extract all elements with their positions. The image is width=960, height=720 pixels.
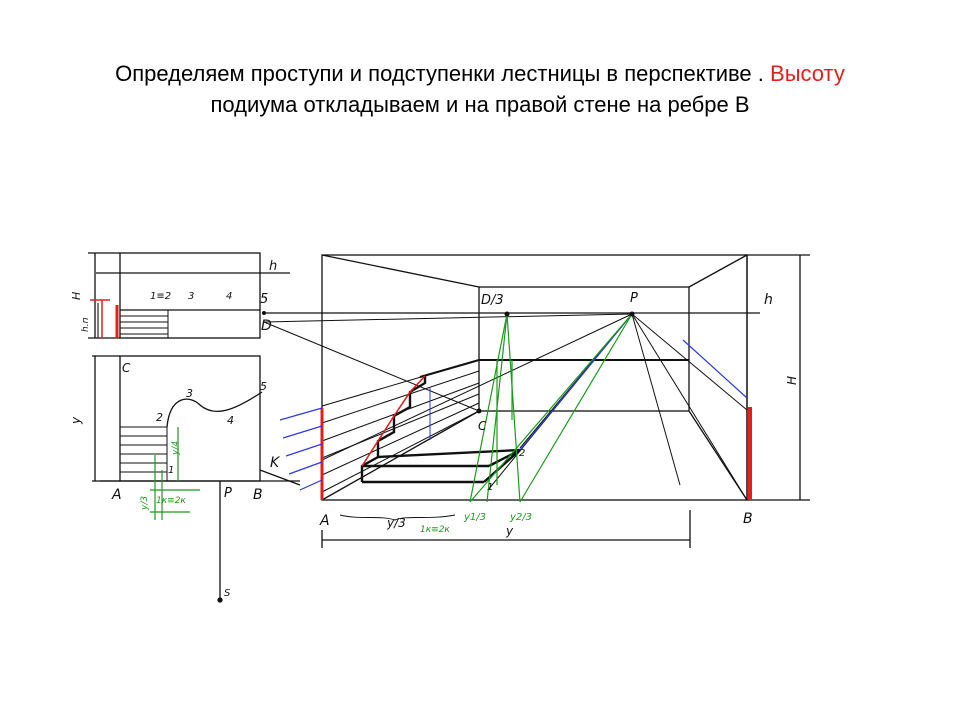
stair-slope-red [361,375,426,467]
label-y-left: y [69,416,83,425]
label-1-plan: 1 [168,465,174,476]
label-2-right: 2 [519,448,525,459]
label-P-left: P [224,486,232,501]
label-5-top: 5 [260,292,268,307]
label-5-plan: 5 [260,380,267,393]
label-4-top: 4 [226,291,232,302]
label-H-right: H [785,376,799,385]
step-rays [321,359,480,493]
label-B-left: B [253,487,263,503]
title-line1: Определяем проступи и подступенки лестни… [115,61,764,86]
label-P-right: P [630,291,638,306]
label-3-plan: 3 [186,387,193,400]
label-y3-right: y/3 [386,516,406,530]
label-h-right: h [764,292,773,308]
label-hp: h.п [81,317,91,332]
title-line2: подиума откладываем и на правой стене на… [210,92,750,117]
label-2-plan: 2 [156,411,163,424]
vanishing-rays [263,313,748,501]
plan-frame [119,355,261,482]
label-3-top: 3 [188,291,194,302]
label-D-left: D [261,318,272,334]
back-wall [478,286,690,412]
label-1-right: 1 [487,482,493,493]
label-K: K [270,455,281,471]
label-4-plan: 4 [227,414,234,427]
label-H-left: H [70,292,83,300]
key-points [262,311,635,414]
label-C-right: C [478,419,487,433]
perspective-view [262,254,810,548]
label-k-plan: 1к≡2к [156,496,186,506]
label-S: S [224,588,231,599]
plan-steps [120,426,168,481]
label-1-2: 1≡2 [150,291,171,302]
label-A-right: A [319,513,330,529]
title-line1-red: Высоту [770,61,845,86]
label-C-left: C [122,361,131,375]
label-y13: y1/3 [463,512,486,523]
label-A-left: A [111,487,122,503]
label-y-right: y [505,524,514,538]
blue-transfer-lines [279,313,748,491]
colored-overlays [279,313,752,503]
ray-curve [166,391,263,428]
slide-title: Определяем проступи и подступенки лестни… [0,58,960,120]
label-h-left: h [269,259,277,274]
label-y23: y2/3 [509,512,532,523]
label-y3-plan: y/3 [140,496,150,511]
orthographic-labels: h H h.п 1≡2 3 4 5 D C y 2 3 4 5 1 K A P … [69,259,281,599]
green-construction [469,313,633,503]
elevation-steps [120,309,169,338]
label-k-right: 1к≡2к [420,525,450,535]
perspective-labels: D/3 P h H C 2 1 A B y/3 1к≡2к y1/3 y2/3 … [319,291,799,538]
elevation-frame [119,252,261,339]
label-B-right: B [743,511,753,527]
staircase [360,376,521,484]
label-ky: y/4 [171,441,181,456]
green-dims [150,427,200,520]
label-D3: D/3 [481,293,504,308]
orthographic-views [88,252,301,603]
